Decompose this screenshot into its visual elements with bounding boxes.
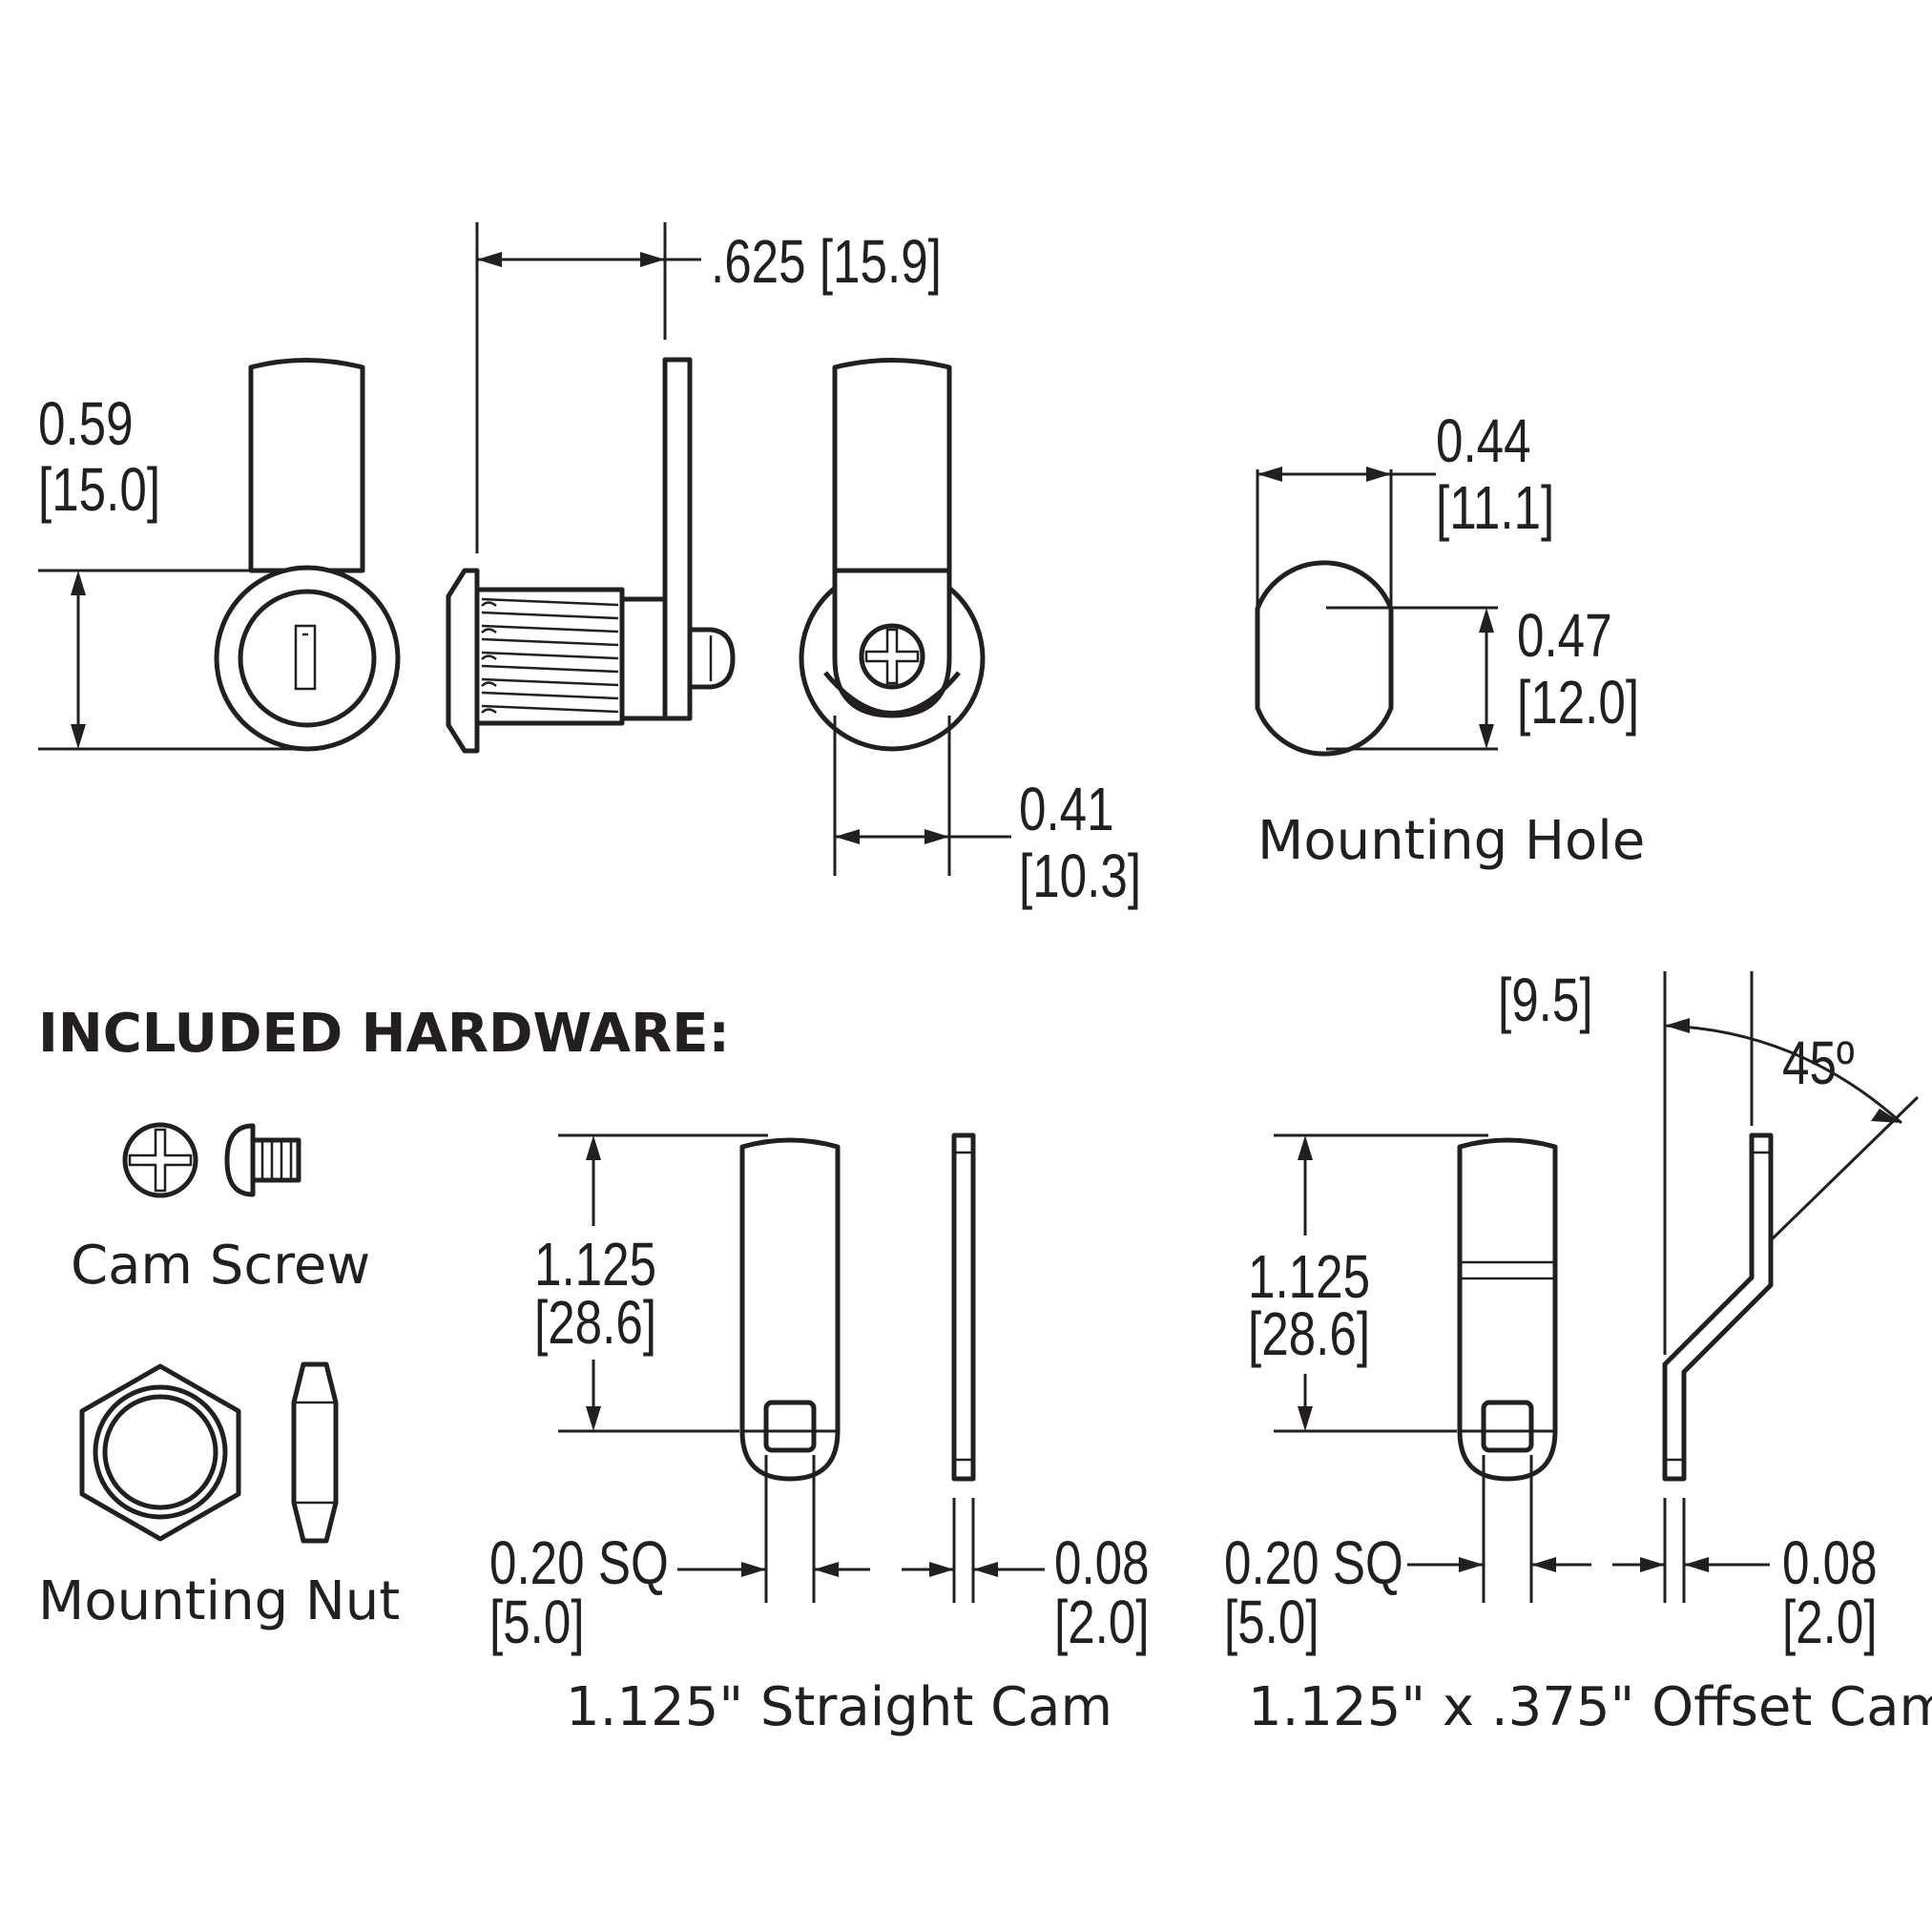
height-dimension: 0.59 [15.0] xyxy=(38,391,307,751)
offset-cam-angle-dimension: [9.5] 45º xyxy=(1498,967,1920,1355)
mounting-nut-caption: Mounting Nut xyxy=(38,1570,400,1632)
hole-width-dim-mm: [11.1] xyxy=(1436,475,1554,543)
back-width-dim-inch: 0.41 xyxy=(1019,777,1114,844)
hole-flat-dim-mm: [12.0] xyxy=(1517,670,1639,737)
offset-cam-angle: 45º xyxy=(1782,1030,1855,1098)
straight-cam-caption: 1.125" Straight Cam xyxy=(566,1676,1112,1738)
lock-front-view xyxy=(214,358,401,752)
straight-cam-length-mm: [28.6] xyxy=(534,1290,656,1358)
lock-back-view xyxy=(799,358,986,752)
straight-cam-length-dimension: 1.125 [28.6] xyxy=(534,1133,768,1433)
straight-cam-square-inch: 0.20 SQ xyxy=(489,1530,669,1598)
offset-cam-thickness-mm: [2.0] xyxy=(1782,1589,1878,1657)
height-dim-mm: [15.0] xyxy=(38,457,160,525)
offset-cam-square-dimension: 0.20 SQ [5.0] xyxy=(1224,1455,1591,1656)
straight-cam-thickness-inch: 0.08 xyxy=(1054,1530,1150,1598)
back-width-dim-mm: [10.3] xyxy=(1019,843,1141,911)
offset-cam-square-inch: 0.20 SQ xyxy=(1224,1530,1403,1598)
straight-cam-drawing xyxy=(739,1132,976,1482)
offset-cam-square-mm: [5.0] xyxy=(1224,1589,1319,1657)
offset-cam-drawing xyxy=(1457,1132,1774,1482)
thread-lines xyxy=(481,597,619,714)
mounting-nut-icon xyxy=(79,1361,339,1544)
cam-screw-caption: Cam Screw xyxy=(71,1235,370,1297)
width-dim-label: .625 [15.9] xyxy=(711,229,942,297)
straight-cam-thickness-mm: [2.0] xyxy=(1054,1589,1150,1657)
hole-width-dim-inch: 0.44 xyxy=(1436,408,1531,476)
offset-cam-length-dimension: 1.125 [28.6] xyxy=(1248,1133,1488,1433)
offset-cam-length-inch: 1.125 xyxy=(1248,1244,1370,1312)
mounting-hole-drawing: 0.44 [11.1] 0.47 [12.0] xyxy=(1255,408,1639,757)
straight-cam-square-mm: [5.0] xyxy=(489,1589,585,1657)
hardware-heading: INCLUDED HARDWARE: xyxy=(38,1003,730,1065)
offset-cam-caption: 1.125" x .375" Offset Cam xyxy=(1248,1676,1932,1738)
width-dimension: .625 [15.9] xyxy=(475,222,942,553)
height-dim-inch: 0.59 xyxy=(38,391,134,459)
offset-cam-thickness-dimension: 0.08 [2.0] xyxy=(1612,1498,1878,1656)
offset-cam-thickness-inch: 0.08 xyxy=(1782,1530,1878,1598)
offset-cam-offset-mm: [9.5] xyxy=(1498,967,1593,1035)
offset-cam-length-mm: [28.6] xyxy=(1248,1301,1370,1369)
mounting-hole-caption: Mounting Hole xyxy=(1257,810,1645,872)
straight-cam-length-inch: 1.125 xyxy=(534,1232,656,1299)
lock-side-view xyxy=(446,357,736,754)
back-width-dimension: 0.41 [10.3] xyxy=(833,716,1141,911)
straight-cam-square-dimension: 0.20 SQ [5.0] xyxy=(489,1455,870,1656)
cam-screw-icon xyxy=(122,1122,301,1198)
straight-cam-thickness-dimension: 0.08 [2.0] xyxy=(902,1498,1150,1656)
hole-flat-dim-inch: 0.47 xyxy=(1517,603,1612,671)
